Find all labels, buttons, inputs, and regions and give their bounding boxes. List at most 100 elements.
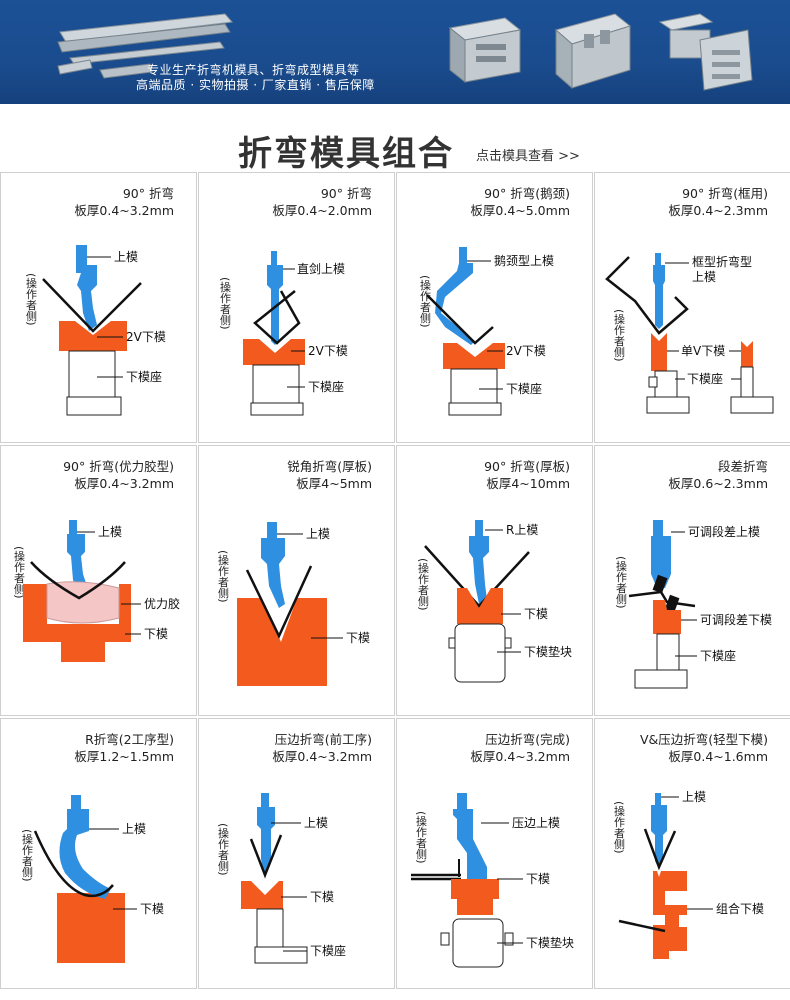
lower-die — [653, 600, 681, 634]
die-card-hem-done[interactable]: 压边折弯(完成) 板厚0.4~3.2mm (操作者侧) 压边上模 下模 下模垫块 — [396, 718, 593, 989]
upper-die-label-2: 上模 — [692, 270, 716, 284]
die-diagram: (操作者侧) 上模 下模 — [217, 522, 370, 686]
die-holder-base — [634, 669, 688, 689]
lower-die — [237, 598, 327, 686]
card-thickness: 板厚1.2~1.5mm — [74, 749, 174, 764]
lower-die-label: 下模 — [310, 890, 334, 904]
card-title: 90° 折弯(鹅颈) 板厚0.4~5.0mm — [470, 185, 570, 219]
upper-die-label: 压边上模 — [512, 816, 560, 830]
lower-die-label: 2V下模 — [126, 330, 166, 344]
operator-side-label: (操作者侧) — [615, 556, 628, 609]
die-diagram: (操作者侧) 上模 组合下模 — [613, 790, 764, 959]
pad-bolt-right — [504, 637, 512, 649]
card-title: 90° 折弯 板厚0.4~2.0mm — [272, 185, 372, 219]
pad-bolt-left — [440, 932, 450, 946]
die-diagram: (操作者侧) 上模 2V下模 下模座 — [25, 245, 166, 416]
upper-die-label: 直剑上模 — [297, 261, 345, 276]
die-card-r-bend[interactable]: R折弯(2工序型) 板厚1.2~1.5mm (操作者侧) 上模 下模 — [0, 718, 197, 989]
lower-die — [457, 588, 503, 624]
die-holder-base — [66, 396, 122, 416]
lower-die — [451, 879, 499, 915]
card-title: 段差折弯 板厚0.6~2.3mm — [668, 458, 768, 492]
offset-shim-lower — [664, 594, 680, 614]
die-holder-label: 下模座 — [310, 943, 346, 958]
die-holder-label: 下模座 — [506, 381, 542, 396]
die-card-acute-thick[interactable]: 锐角折弯(厚板) 板厚4~5mm (操作者侧) 上模 下模 — [198, 445, 395, 716]
sheet-metal — [253, 290, 301, 345]
pad-bolt-left — [448, 637, 456, 649]
card-title: V&压边折弯(轻型下模) 板厚0.4~1.6mm — [640, 731, 768, 765]
card-thickness: 板厚0.4~2.0mm — [272, 203, 372, 218]
die-card-90-thick[interactable]: 90° 折弯(厚板) 板厚4~10mm (操作者侧) R上模 下模 下模垫块 — [396, 445, 593, 716]
pad-bolt-right — [504, 932, 514, 946]
view-dies-link[interactable]: 点击模具查看 >> — [476, 149, 580, 164]
upper-die — [267, 251, 283, 345]
sheet-metal-hem — [618, 919, 666, 933]
banner-tagline-2: 高端品质 · 实物拍摄 · 厂家直销 · 售后保障 — [136, 78, 375, 92]
die-card-hem-pre[interactable]: 压边折弯(前工序) 板厚0.4~3.2mm (操作者侧) 上模 下模 下模座 — [198, 718, 395, 989]
operator-side-label: (操作者侧) — [415, 811, 428, 864]
die-holder — [252, 364, 300, 404]
card-bend-type: V&压边折弯(轻型下模) — [639, 732, 768, 747]
lower-die-label: 下模 — [346, 631, 370, 645]
banner-product-images — [57, 13, 753, 91]
card-bend-type: R折弯(2工序型) — [85, 732, 174, 747]
die-holder — [654, 370, 678, 398]
sheet-metal — [33, 830, 114, 898]
lower-die-label: 2V下模 — [308, 344, 348, 358]
operator-side-label: (操作者侧) — [613, 309, 626, 362]
upper-die-label: 上模 — [122, 822, 146, 836]
upper-die — [435, 247, 475, 345]
die-card-gooseneck[interactable]: 90° 折弯(鹅颈) 板厚0.4~5.0mm (操作者侧) 鹅颈型上模 2V下模… — [396, 172, 593, 443]
upper-die — [67, 520, 89, 598]
lower-die-label: 下模 — [526, 872, 550, 886]
die-holder — [256, 908, 284, 948]
die-block-image-2 — [554, 13, 632, 90]
die-pad-label: 下模垫块 — [526, 935, 574, 950]
operator-side-label: (操作者侧) — [13, 546, 26, 599]
upper-die-label: 上模 — [114, 250, 138, 264]
die-card-90-bend[interactable]: 90° 折弯 板厚0.4~3.2mm (操作者侧) 上模 2V下模 下模座 — [0, 172, 197, 443]
upper-die-label: 上模 — [306, 527, 330, 541]
die-card-v-hem-light[interactable]: V&压边折弯(轻型下模) 板厚0.4~1.6mm (操作者侧) 上模 组合下模 — [594, 718, 790, 989]
card-title: 锐角折弯(厚板) 板厚4~5mm — [287, 458, 372, 492]
sheet-metal — [42, 278, 142, 333]
die-diagram: (操作者侧) 压边上模 下模 下模垫块 — [411, 793, 574, 968]
card-title: R折弯(2工序型) 板厚1.2~1.5mm — [74, 731, 174, 765]
card-bend-type: 90° 折弯(鹅颈) — [484, 186, 570, 201]
operator-side-label: (操作者侧) — [219, 277, 232, 330]
upper-die-label: 上模 — [304, 816, 328, 830]
die-holder-label: 下模座 — [126, 369, 162, 384]
urethane-pad — [46, 581, 120, 624]
die-holder-base — [254, 946, 308, 964]
die-block-image-1 — [448, 17, 522, 84]
upper-die-label: R上模 — [506, 523, 538, 537]
die-diagram: (操作者侧) 上模 下模 下模座 — [217, 793, 346, 964]
die-diagram: (操作者侧) 上模 优力胶 下模 — [13, 520, 180, 662]
operator-side-label: (操作者侧) — [613, 801, 626, 854]
die-holder-label: 下模座 — [700, 648, 736, 663]
operator-side-label: (操作者侧) — [217, 550, 230, 603]
card-thickness: 板厚0.4~3.2mm — [74, 476, 174, 491]
upper-die — [453, 793, 487, 879]
die-card-frame-bend[interactable]: 90° 折弯(框用) 板厚0.4~2.3mm (操作者侧) 框型折弯型 上模 单… — [594, 172, 790, 443]
lower-die — [651, 333, 667, 371]
die-card-90-bend-straight[interactable]: 90° 折弯 板厚0.4~2.0mm (操作者侧) 直剑上模 2V下模 下模座 — [198, 172, 395, 443]
die-card-offset[interactable]: 段差折弯 板厚0.6~2.3mm (操作者侧) 可调段差上模 可调段差下模 下模… — [594, 445, 790, 716]
die-combination-grid: 90° 折弯 板厚0.4~3.2mm (操作者侧) 上模 2V下模 下模座 90… — [0, 172, 790, 990]
card-title: 90° 折弯(框用) 板厚0.4~2.3mm — [668, 185, 768, 219]
card-title: 90° 折弯(厚板) 板厚4~10mm — [484, 458, 570, 492]
die-diagram: (操作者侧) 直剑上模 2V下模 下模座 — [219, 251, 348, 416]
card-bend-type: 90° 折弯 — [320, 186, 372, 201]
die-slot — [665, 891, 687, 905]
operator-side-label: (操作者侧) — [21, 829, 34, 882]
die-diagram: (操作者侧) 框型折弯型 上模 单V下模 下模座 — [605, 253, 774, 414]
card-bend-type: 90° 折弯 — [122, 186, 174, 201]
lower-die-label: 2V下模 — [506, 344, 546, 358]
die-card-urethane[interactable]: 90° 折弯(优力胶型) 板厚0.4~3.2mm (操作者侧) 上模 优力胶 下… — [0, 445, 197, 716]
card-thickness: 板厚0.4~3.2mm — [272, 749, 372, 764]
lower-die — [23, 584, 131, 662]
sheet-metal — [249, 834, 283, 879]
die-pad — [454, 623, 506, 683]
lower-die-label: 可调段差下模 — [700, 612, 772, 627]
